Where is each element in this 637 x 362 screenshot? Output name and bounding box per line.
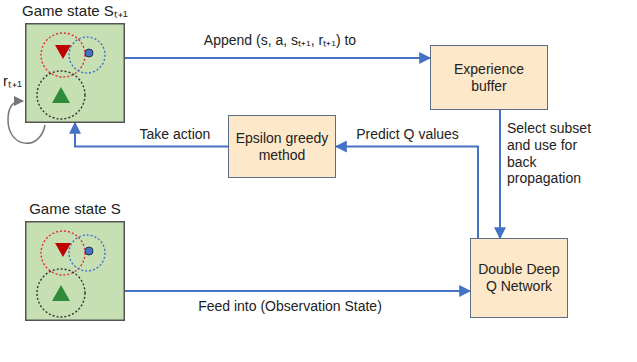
flow-arrow xyxy=(125,290,470,292)
box-label: Double Deep Q Network xyxy=(477,261,561,295)
flow-arrow xyxy=(336,147,478,239)
reward-label: rₜ₊₁ xyxy=(3,72,22,90)
edge-label-box: Select subset and use for back propagati… xyxy=(507,120,607,187)
panel-heading: Game state S xyxy=(23,200,127,218)
edge-label: Append (s, a, sₜ₊₁, rₜ₊₁) to xyxy=(204,32,356,48)
edge-label: Select subset and use for back propagati… xyxy=(507,120,591,186)
flow-arrow xyxy=(499,110,501,238)
game-state-picture xyxy=(25,23,125,123)
edge-label-box: Take action xyxy=(125,126,225,143)
edge-label-box: Predict Q values xyxy=(345,126,470,143)
edge-label-box: Feed into (Observation State) xyxy=(150,298,430,315)
process-box: Epsilon greedy method xyxy=(228,115,336,178)
edge-label: Feed into (Observation State) xyxy=(198,298,382,314)
game-state-panel: Game state Sₜ₊₁ xyxy=(18,2,132,123)
box-label: Experience buffer xyxy=(437,61,541,95)
game-state-picture xyxy=(25,221,125,321)
flow-arrow xyxy=(75,123,228,147)
game-board xyxy=(26,222,125,321)
box-label: Epsilon greedy method xyxy=(235,130,329,164)
edge-label-box: Append (s, a, sₜ₊₁, rₜ₊₁) to xyxy=(135,32,425,49)
process-box: Double Deep Q Network xyxy=(470,238,568,318)
edge-label: Take action xyxy=(140,126,211,142)
process-box: Experience buffer xyxy=(430,45,548,110)
panel-heading: Game state Sₜ₊₁ xyxy=(18,2,132,20)
game-board xyxy=(26,24,125,123)
flow-arrow xyxy=(125,57,430,59)
game-state-panel: Game state S xyxy=(23,200,127,321)
edge-label: Predict Q values xyxy=(356,126,459,142)
